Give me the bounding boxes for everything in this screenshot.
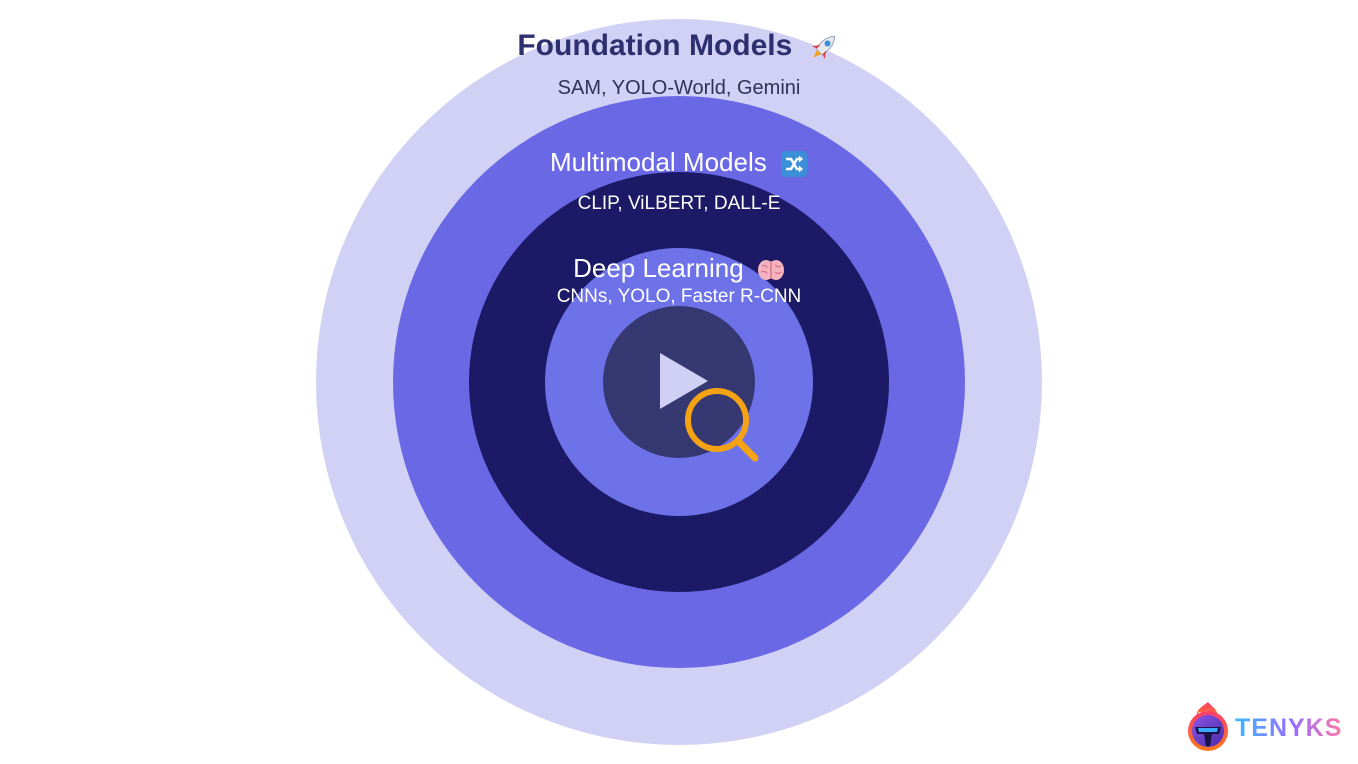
tenyks-logo: TENYKS xyxy=(1183,700,1353,754)
logo-text: TENYKS xyxy=(1235,714,1342,743)
helmet-logo-icon xyxy=(1188,702,1228,751)
logo-text-value: TENYKS xyxy=(1235,714,1343,742)
deep-learning-title-text: Deep Learning xyxy=(573,253,744,283)
core-icon-group xyxy=(660,353,759,462)
rocket-icon xyxy=(811,35,835,60)
brain-icon xyxy=(757,260,784,281)
foundation-models-title: Foundation Models xyxy=(0,29,1358,64)
deep-learning-title: Deep Learning xyxy=(0,253,1358,284)
multimodal-models-title: Multimodal Models xyxy=(0,147,1358,178)
play-icon xyxy=(660,353,708,409)
multimodal-models-title-text: Multimodal Models xyxy=(550,147,767,177)
multimodal-models-examples: CLIP, ViLBERT, DALL-E xyxy=(577,193,781,214)
shuffle-icon xyxy=(780,151,807,178)
deep-learning-examples: CNNs, YOLO, Faster R-CNN xyxy=(556,286,802,307)
foundation-models-title-text: Foundation Models xyxy=(517,29,793,62)
magnifier-icon xyxy=(685,388,759,462)
foundation-models-examples: SAM, YOLO-World, Gemini xyxy=(557,77,801,99)
